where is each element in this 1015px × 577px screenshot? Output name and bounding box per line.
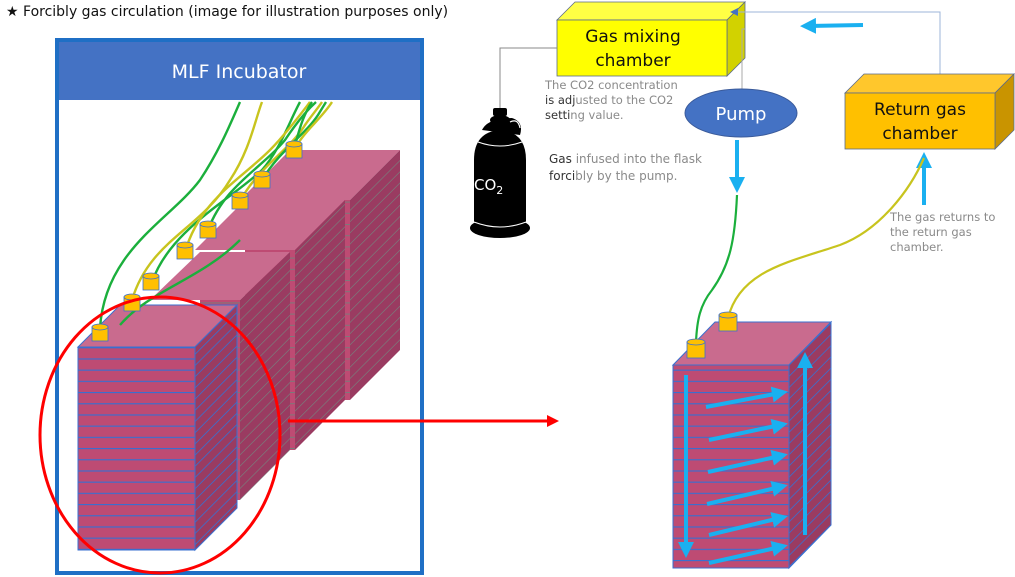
gas-mixing-chamber: Gas mixing chamber (556, 1, 746, 77)
outlet-tube (726, 157, 926, 319)
cap (285, 140, 303, 159)
note-co2-concentration: The CO2 concentration is adjusted to the… (545, 78, 678, 123)
co2-label: CO2 (474, 176, 503, 197)
return-chamber-label-2: chamber (882, 124, 957, 144)
highlight-ellipse (38, 295, 282, 575)
note-line-emph: forci (549, 169, 576, 183)
return-line (730, 8, 941, 80)
incubator-label: MLF Incubator (172, 61, 307, 83)
incubator-tubes (98, 101, 334, 329)
outlet-cap (718, 311, 738, 332)
cross-flow-arrow (708, 512, 788, 537)
star-icon: ★ (6, 4, 19, 20)
inlet-tube (694, 194, 739, 343)
note-gas-returns: The gas returns to the return gas chambe… (890, 210, 995, 255)
note-line-emph: Gas (549, 152, 572, 166)
note-line-emph: is adj (545, 93, 576, 107)
pump-label: Pump (716, 104, 767, 125)
cross-flow-arrow (707, 449, 788, 474)
return-gas-chamber: Return gas chamber (844, 73, 1015, 150)
enlarged-flask (671, 320, 833, 570)
internal-flow-arrows (678, 352, 813, 565)
co2-supply-line (499, 47, 557, 108)
cap (142, 272, 160, 291)
note-line: the return gas (890, 225, 972, 239)
note-gas-infused: Gas infused into the flask forcibly by t… (549, 151, 702, 185)
note-line-emph: setti (545, 108, 571, 122)
note-line: The CO2 concentration (545, 78, 678, 92)
note-line: The gas returns to (890, 210, 996, 224)
cap (91, 323, 109, 342)
note-line: bly by the pump. (575, 169, 678, 183)
cross-flow-arrow (705, 386, 788, 409)
title-text: Forcibly gas circulation (image for illu… (23, 4, 449, 20)
note-line: infused into the flask (571, 152, 702, 166)
return-flow-arrow (800, 17, 864, 34)
note-line: chamber. (890, 240, 944, 254)
flask-1-front (76, 303, 239, 552)
cross-flow-arrow (706, 481, 788, 506)
cross-flow-arrow (708, 540, 788, 565)
cross-flow-arrow (708, 418, 788, 442)
cap (231, 191, 249, 210)
gas-mixing-label-1: Gas mixing (585, 27, 680, 47)
incubator-caps (91, 140, 303, 342)
gas-mixing-label-2: chamber (595, 51, 670, 71)
cap (253, 170, 271, 189)
note-line: usted to the CO2 (575, 93, 674, 107)
inlet-cap (686, 338, 706, 359)
diagram-title: ★ Forcibly gas circulation (image for il… (6, 4, 448, 20)
co2-cylinder: CO2 (470, 108, 530, 238)
incubator-header (59, 42, 420, 100)
note-line: ng value. (570, 108, 624, 122)
pump: Pump (684, 88, 798, 138)
cap (176, 241, 194, 260)
pump-connector-line (741, 28, 745, 100)
cap (199, 220, 217, 239)
return-chamber-label-1: Return gas (874, 100, 966, 120)
